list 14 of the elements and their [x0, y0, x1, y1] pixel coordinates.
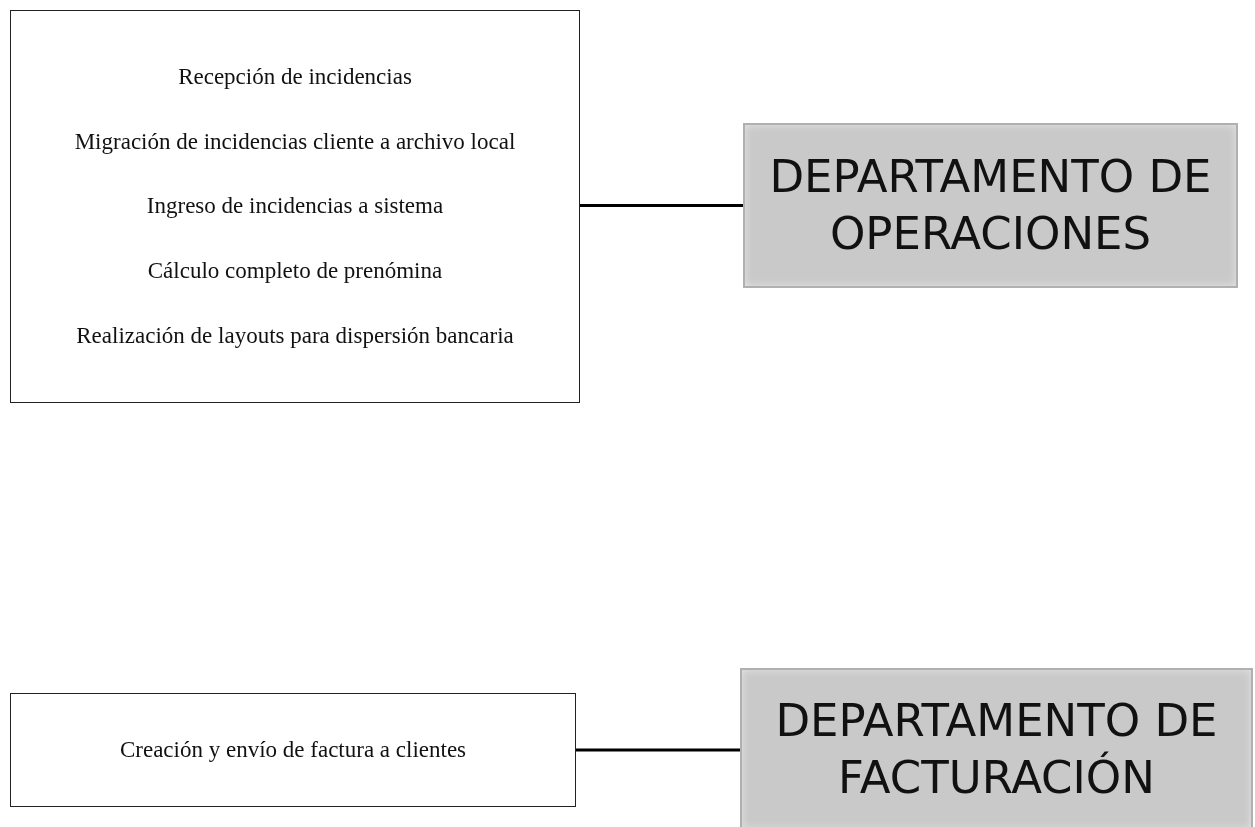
- task-text: Ingreso de incidencias a sistema: [146, 193, 444, 220]
- department-box: [743, 123, 1238, 288]
- task-text: Creación y envío de factura a clientes: [119, 737, 467, 763]
- department-box: [740, 668, 1253, 827]
- department-title: DEPARTAMENTO DE OPERACIONES: [768, 149, 1213, 262]
- task-list-box: [10, 693, 576, 807]
- task-text: Cálculo completo de prenómina: [147, 258, 443, 285]
- task-text: Recepción de incidencias: [178, 63, 412, 90]
- task-list-box: [10, 10, 580, 403]
- connector-line: [580, 204, 743, 207]
- task-text: Migración de incidencias cliente a archivo local: [74, 128, 516, 155]
- task-text: Realización de layouts para dispersión bancaria: [76, 323, 514, 350]
- department-title: DEPARTAMENTO DE FACTURACIÓN: [774, 693, 1219, 806]
- connector-line: [576, 748, 740, 752]
